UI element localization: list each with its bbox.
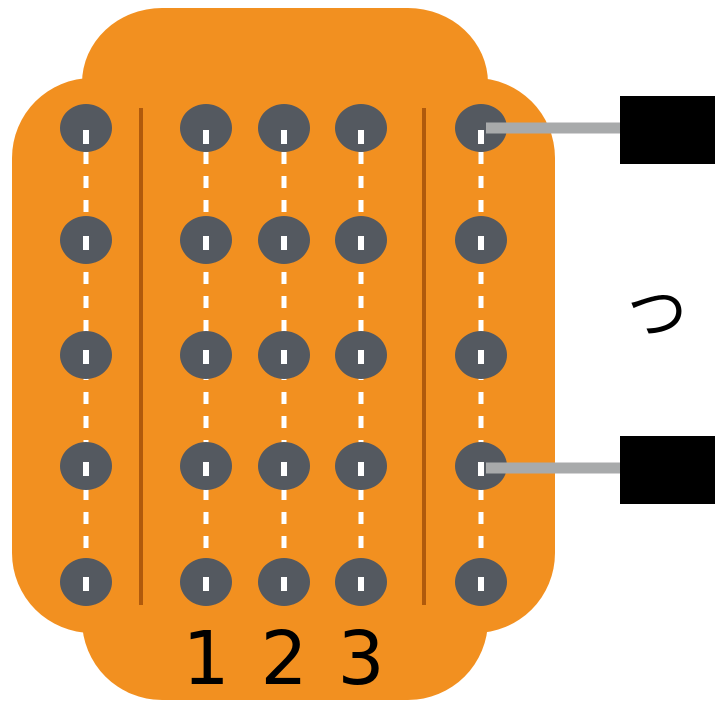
hole-column-2-row-1 (258, 104, 310, 152)
strip-mark (203, 236, 209, 250)
strip-mark (358, 577, 364, 591)
strip-mark (203, 462, 209, 476)
strip-mark (478, 462, 484, 476)
strip-mark (203, 130, 209, 144)
hole-strip-marks (83, 130, 484, 591)
strip-mark (358, 130, 364, 144)
strip-mark (358, 350, 364, 364)
component-terminal-bottom (620, 436, 715, 504)
hole-right-rail-row-1 (455, 104, 507, 152)
strip-mark (83, 577, 89, 591)
strip-mark (281, 350, 287, 364)
strip-mark (281, 236, 287, 250)
strip-mark (358, 462, 364, 476)
column-label-1: 1 (182, 616, 229, 702)
strip-mark (478, 577, 484, 591)
column-label-3: 3 (337, 616, 384, 702)
hole-column-1-row-1 (180, 104, 232, 152)
strip-mark (83, 462, 89, 476)
hole-left-rail-row-1 (60, 104, 112, 152)
strip-mark (203, 577, 209, 591)
strip-mark (358, 236, 364, 250)
strip-mark (478, 350, 484, 364)
column-label-2: 2 (260, 616, 307, 702)
component-terminal-top (620, 96, 715, 164)
strip-mark (83, 350, 89, 364)
strip-mark (281, 577, 287, 591)
component-mark: つ (627, 280, 687, 350)
strip-mark (281, 462, 287, 476)
strip-mark (478, 130, 484, 144)
strip-mark (83, 236, 89, 250)
strip-mark (478, 236, 484, 250)
hole-column-3-row-1 (335, 104, 387, 152)
strip-mark (83, 130, 89, 144)
strip-mark (281, 130, 287, 144)
strip-mark (203, 350, 209, 364)
